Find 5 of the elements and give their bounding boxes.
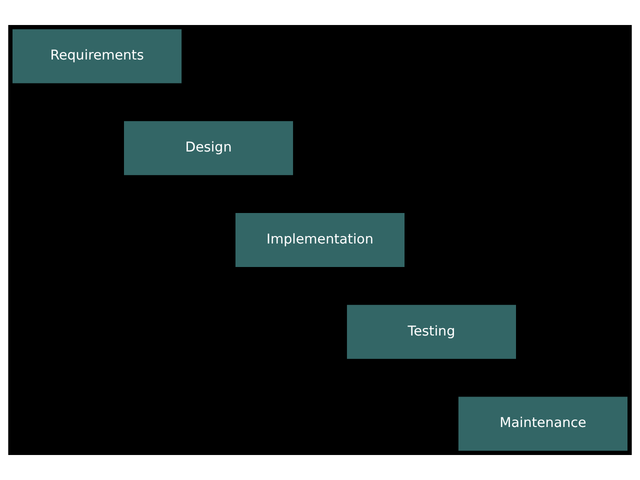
node-box: Maintenance	[458, 396, 628, 451]
node-box: Requirements	[12, 29, 182, 84]
node-box: Implementation	[235, 213, 405, 267]
node-box: Design	[124, 121, 294, 176]
node-box: Testing	[346, 304, 516, 359]
